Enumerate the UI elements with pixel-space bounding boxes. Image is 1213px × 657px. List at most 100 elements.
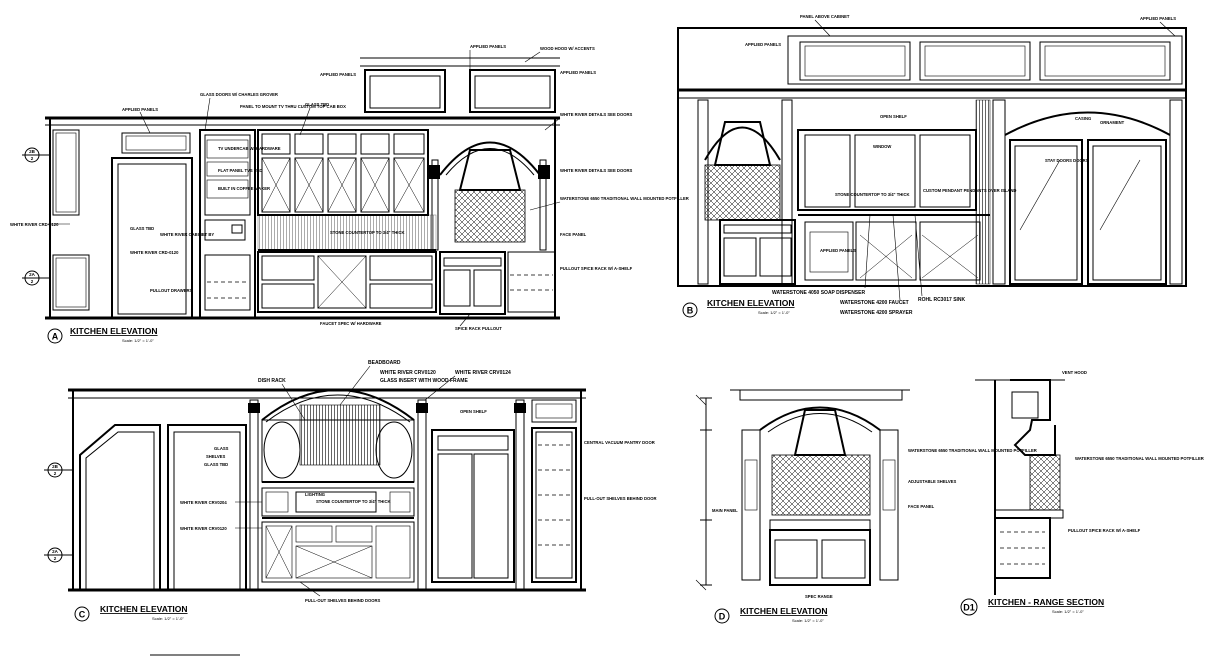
svg-text:SPICE RACK PULLOUT: SPICE RACK PULLOUT — [455, 326, 502, 331]
svg-text:A: A — [52, 332, 59, 342]
svg-text:WINDOW: WINDOW — [873, 144, 891, 149]
svg-text:WATERSTONE 4200 SPRAYER: WATERSTONE 4200 SPRAYER — [840, 310, 913, 316]
svg-text:ORNAMENT: ORNAMENT — [1100, 120, 1125, 125]
svg-text:BUILT IN COFFEE MAKER: BUILT IN COFFEE MAKER — [218, 186, 270, 191]
svg-text:ROHL RC3017 SINK: ROHL RC3017 SINK — [918, 297, 966, 303]
svg-text:APPLIED PANELS: APPLIED PANELS — [1140, 16, 1176, 21]
svg-text:WHITE RIVER DETAILS SEE DOORS: WHITE RIVER DETAILS SEE DOORS — [560, 168, 632, 173]
section-d1: VENT HOOD WATERSTONE 6550 TRADITIONAL WA… — [960, 370, 1204, 616]
svg-text:WATERSTONE 6550 TRADITIONAL WA: WATERSTONE 6550 TRADITIONAL WALL MOUNTED… — [1075, 456, 1204, 461]
svg-text:KITCHEN ELEVATION: KITCHEN ELEVATION — [707, 298, 795, 308]
svg-text:D: D — [719, 612, 726, 622]
elevation-a: 2B 2 2A 2 APPLIED PANELS GLASS DOORS W/ … — [10, 44, 689, 344]
svg-text:SPEC RANGE: SPEC RANGE — [805, 594, 833, 599]
svg-text:CASING: CASING — [1075, 116, 1091, 121]
svg-text:APPLIED PANELS: APPLIED PANELS — [560, 70, 596, 75]
svg-text:OPEN SHELF: OPEN SHELF — [460, 409, 487, 414]
svg-text:STONE COUNTERTOP TO 3/4" THICK: STONE COUNTERTOP TO 3/4" THICK — [835, 192, 910, 197]
svg-text:PULLOUT DRAWERS: PULLOUT DRAWERS — [150, 288, 193, 293]
svg-text:2A: 2A — [52, 549, 59, 554]
svg-text:FACE PANEL: FACE PANEL — [560, 232, 587, 237]
svg-text:LIGHTING: LIGHTING — [305, 492, 325, 497]
svg-text:WOOD HOOD W/ ACCENTS: WOOD HOOD W/ ACCENTS — [540, 46, 595, 51]
svg-text:APPLIED PANELS: APPLIED PANELS — [820, 248, 856, 253]
svg-text:FACE PANEL: FACE PANEL — [908, 504, 935, 509]
svg-text:KITCHEN ELEVATION: KITCHEN ELEVATION — [100, 604, 188, 614]
svg-text:VENT HOOD: VENT HOOD — [1062, 370, 1087, 375]
svg-text:2: 2 — [31, 279, 34, 284]
svg-text:GLASS TBD: GLASS TBD — [305, 102, 329, 107]
svg-text:WHITE RIVER CABINET BY: WHITE RIVER CABINET BY — [160, 232, 214, 237]
svg-text:CUSTOM PENDANT PENDANTS OVER I: CUSTOM PENDANT PENDANTS OVER ISLAND — [923, 188, 1016, 193]
svg-text:WHITE RIVER CRV0120: WHITE RIVER CRV0120 — [380, 370, 436, 376]
svg-text:Scale: 1/2" = 1'-0": Scale: 1/2" = 1'-0" — [758, 310, 790, 315]
svg-text:D1: D1 — [963, 603, 975, 613]
svg-text:Scale: 1/2" = 1'-0": Scale: 1/2" = 1'-0" — [152, 616, 184, 621]
notes-c: DISH RACK BEADBOARD WHITE RIVER CRV0120 … — [180, 360, 657, 603]
section-marker-upper-c[interactable]: 2B 2 — [44, 462, 73, 478]
svg-text:WATERSTONE 4050 SOAP DISPENSER: WATERSTONE 4050 SOAP DISPENSER — [772, 290, 865, 296]
svg-text:WATERSTONE 4200 FAUCET: WATERSTONE 4200 FAUCET — [840, 300, 909, 306]
svg-text:Scale: 1/2" = 1'-0": Scale: 1/2" = 1'-0" — [792, 618, 824, 623]
svg-text:APPLIED PANELS: APPLIED PANELS — [122, 107, 158, 112]
elevation-d: WATERSTONE 6550 TRADITIONAL WALL MOUNTED… — [695, 389, 1037, 624]
svg-text:WHITE RIVER CRD-0120: WHITE RIVER CRD-0120 — [130, 250, 179, 255]
svg-text:APPLIED PANELS: APPLIED PANELS — [470, 44, 506, 49]
svg-text:ADJUSTABLE SHELVES: ADJUSTABLE SHELVES — [908, 479, 956, 484]
svg-text:2: 2 — [54, 471, 57, 476]
section-marker-lower-a[interactable]: 2A 2 — [22, 270, 50, 286]
svg-text:2B: 2B — [29, 149, 36, 154]
elevation-d-title[interactable]: D KITCHEN ELEVATION Scale: 1/2" = 1'-0" — [714, 606, 828, 624]
svg-text:SHELVES: SHELVES — [206, 454, 225, 459]
svg-text:GLASS TBD: GLASS TBD — [130, 226, 154, 231]
svg-text:2A: 2A — [29, 272, 36, 277]
notes-b: PANEL ABOVE CABINET APPLIED PANELS APPLI… — [745, 14, 1176, 316]
svg-text:PULLOUT SPICE RACK W/ A-SHELF: PULLOUT SPICE RACK W/ A-SHELF — [560, 266, 633, 271]
svg-text:WHITE RIVER DETAILS SEE DOORS: WHITE RIVER DETAILS SEE DOORS — [560, 112, 632, 117]
section-d1-title[interactable]: D1 KITCHEN - RANGE SECTION Scale: 1/2" =… — [960, 597, 1104, 616]
notes-d1: VENT HOOD WATERSTONE 6550 TRADITIONAL WA… — [1062, 370, 1204, 533]
elevation-b: PANEL ABOVE CABINET APPLIED PANELS APPLI… — [677, 14, 1187, 318]
svg-text:STONE COUNTERTOP TO 3/4" THICK: STONE COUNTERTOP TO 3/4" THICK — [330, 230, 405, 235]
svg-text:BEADBOARD: BEADBOARD — [368, 360, 401, 366]
svg-text:PANEL ABOVE CABINET: PANEL ABOVE CABINET — [800, 14, 850, 19]
svg-text:WHITE RIVER CRV0120: WHITE RIVER CRV0120 — [180, 526, 227, 531]
svg-text:OPEN SHELF: OPEN SHELF — [880, 114, 907, 119]
svg-text:FLAT PANEL TVS TBD: FLAT PANEL TVS TBD — [218, 168, 262, 173]
section-marker-upper-a[interactable]: 2B 2 — [22, 147, 50, 163]
svg-text:B: B — [687, 306, 694, 316]
svg-text:APPLIED PANELS: APPLIED PANELS — [320, 72, 356, 77]
elevation-c: 2B 2 2A 2 DISH RACK BEADBOARD WHITE RIVE… — [44, 360, 657, 656]
svg-text:GLASS INSERT WITH WOOD FRAME: GLASS INSERT WITH WOOD FRAME — [380, 378, 468, 384]
svg-text:CENTRAL VACUUM PANTRY DOOR: CENTRAL VACUUM PANTRY DOOR — [584, 440, 655, 445]
svg-text:GLASS DOORS W/ CHARLES GROVER: GLASS DOORS W/ CHARLES GROVER — [200, 92, 278, 97]
svg-text:PULL-OUT SHELVES BEHIND DOOR: PULL-OUT SHELVES BEHIND DOOR — [584, 496, 657, 501]
notes-d: WATERSTONE 6550 TRADITIONAL WALL MOUNTED… — [712, 448, 1037, 599]
svg-text:KITCHEN ELEVATION: KITCHEN ELEVATION — [70, 326, 158, 336]
svg-text:PULL-OUT SHELVES BEHIND DOORS: PULL-OUT SHELVES BEHIND DOORS — [305, 598, 381, 603]
section-marker-lower-c[interactable]: 2A 2 — [44, 547, 73, 563]
elevation-a-title[interactable]: A KITCHEN ELEVATION Scale: 1/2" = 1'-0" — [47, 326, 158, 344]
svg-text:FAUCET SPEC W/ HARDWARE: FAUCET SPEC W/ HARDWARE — [320, 321, 382, 326]
svg-text:Scale: 1/2" = 1'-0": Scale: 1/2" = 1'-0" — [122, 338, 154, 343]
svg-text:GLASS TBD: GLASS TBD — [204, 462, 228, 467]
svg-text:STONE COUNTERTOP TO 3/4" THICK: STONE COUNTERTOP TO 3/4" THICK — [316, 499, 391, 504]
svg-text:WHITE RIVER CRV0204: WHITE RIVER CRV0204 — [180, 500, 227, 505]
svg-text:C: C — [79, 610, 86, 620]
svg-text:2: 2 — [54, 556, 57, 561]
notes-a: APPLIED PANELS GLASS DOORS W/ CHARLES GR… — [10, 44, 689, 331]
elevation-c-title[interactable]: C KITCHEN ELEVATION Scale: 1/2" = 1'-0" — [74, 604, 188, 622]
svg-text:KITCHEN ELEVATION: KITCHEN ELEVATION — [740, 606, 828, 616]
svg-text:APPLIED PANELS: APPLIED PANELS — [745, 42, 781, 47]
svg-text:WATERSTONE 6550 TRADITIONAL WA: WATERSTONE 6550 TRADITIONAL WALL MOUNTED… — [908, 448, 1037, 453]
svg-text:PANEL TO MOUNT TV THRU CUSTOM: PANEL TO MOUNT TV THRU CUSTOM TOP CAB BO… — [240, 104, 346, 109]
svg-text:2: 2 — [31, 156, 34, 161]
svg-text:TV UNDERCAB W/ HARDWARE: TV UNDERCAB W/ HARDWARE — [218, 146, 281, 151]
svg-text:WHITE RIVER CRV0124: WHITE RIVER CRV0124 — [455, 370, 511, 376]
svg-text:2B: 2B — [52, 464, 59, 469]
upper-cabinet-grid — [261, 133, 425, 213]
svg-text:Scale: 1/2" = 1'-0": Scale: 1/2" = 1'-0" — [1052, 609, 1084, 614]
svg-text:KITCHEN - RANGE SECTION: KITCHEN - RANGE SECTION — [988, 597, 1104, 607]
elevation-b-title[interactable]: B KITCHEN ELEVATION Scale: 1/2" = 1'-0" — [682, 298, 795, 318]
